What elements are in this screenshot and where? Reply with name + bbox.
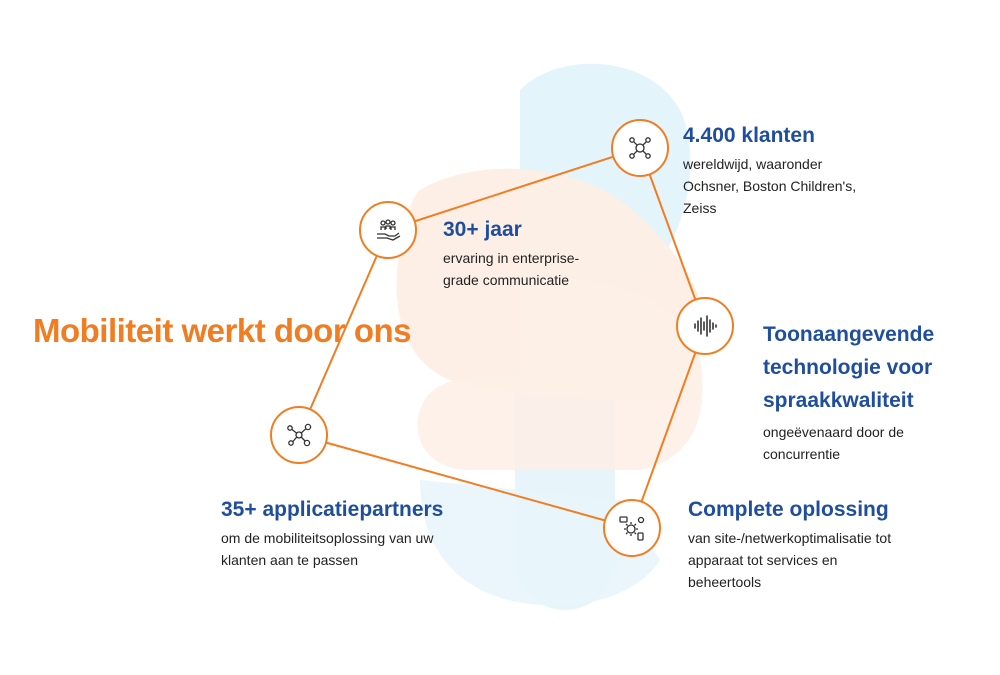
node-klanten: [611, 119, 669, 177]
node-technologie: [676, 297, 734, 355]
bg-blue-lower-curve: [420, 480, 660, 606]
connector-technologie-oplossing: [631, 325, 706, 529]
block-klanten: 4.400 klanten wereldwijd, waaronder Ochs…: [683, 123, 856, 219]
desc-line: apparaat tot services en: [688, 552, 838, 568]
block-desc: van site-/netwerkoptimalisatie tot appar…: [688, 527, 891, 593]
desc-line: klanten aan te passen: [221, 552, 358, 568]
block-desc: om de mobiliteitsoplossing van uw klante…: [221, 527, 443, 571]
connector-partners-jaar: [298, 229, 389, 436]
connector-oplossing-partners: [298, 434, 633, 529]
title-line: Toonaangevende: [763, 323, 935, 346]
node-oplossing: [603, 499, 661, 557]
block-desc: ongeëvenaard door de concurrentie: [763, 421, 934, 465]
connector-jaar-klanten: [387, 147, 641, 231]
block-title: 4.400 klanten: [683, 124, 815, 147]
hand-with-people-icon: [377, 219, 401, 241]
desc-line: Ochsner, Boston Children's,: [683, 178, 857, 194]
block-title: 35+ applicatiepartners: [221, 498, 444, 521]
block-title: Complete oplossing: [688, 498, 889, 521]
block-desc: ervaring in enterprise- grade communicat…: [443, 247, 579, 291]
desc-line: van site-/netwerkoptimalisatie tot: [688, 530, 892, 546]
node-jaar: [359, 201, 417, 259]
desc-line: om de mobiliteitsoplossing van uw: [221, 530, 434, 546]
people-network-icon: [629, 137, 651, 159]
node-partners: [270, 406, 328, 464]
connector-klanten-technologie: [639, 147, 706, 327]
block-desc: wereldwijd, waaronder Ochsner, Boston Ch…: [683, 153, 856, 219]
desc-line: ongeëvenaard door de: [763, 424, 904, 440]
block-jaar: 30+ jaar ervaring in enterprise- grade c…: [443, 217, 579, 291]
connected-nodes-icon: [287, 423, 312, 447]
page-title: Mobiliteit werkt door ons: [33, 312, 412, 349]
title-line: technologie voor: [763, 356, 933, 379]
desc-line: ervaring in enterprise-: [443, 250, 580, 266]
block-partners: 35+ applicatiepartners om de mobiliteits…: [221, 497, 443, 571]
title-line: spraakkwaliteit: [763, 389, 914, 412]
desc-line: wereldwijd, waaronder: [683, 156, 823, 172]
block-title: 30+ jaar: [443, 218, 522, 241]
desc-line: concurrentie: [763, 446, 841, 462]
gears-devices-icon: [619, 516, 645, 541]
sound-wave-icon: [694, 315, 717, 337]
bg-peach-shape-lower: [417, 278, 703, 470]
desc-line: Zeiss: [683, 200, 717, 216]
desc-line: beheertools: [688, 574, 762, 590]
block-technologie: Toonaangevende technologie voor spraakkw…: [763, 318, 934, 465]
desc-line: grade communicatie: [443, 272, 570, 288]
block-title: Toonaangevende technologie voor spraakkw…: [763, 318, 934, 417]
block-oplossing: Complete oplossing van site-/netwerkopti…: [688, 497, 891, 593]
